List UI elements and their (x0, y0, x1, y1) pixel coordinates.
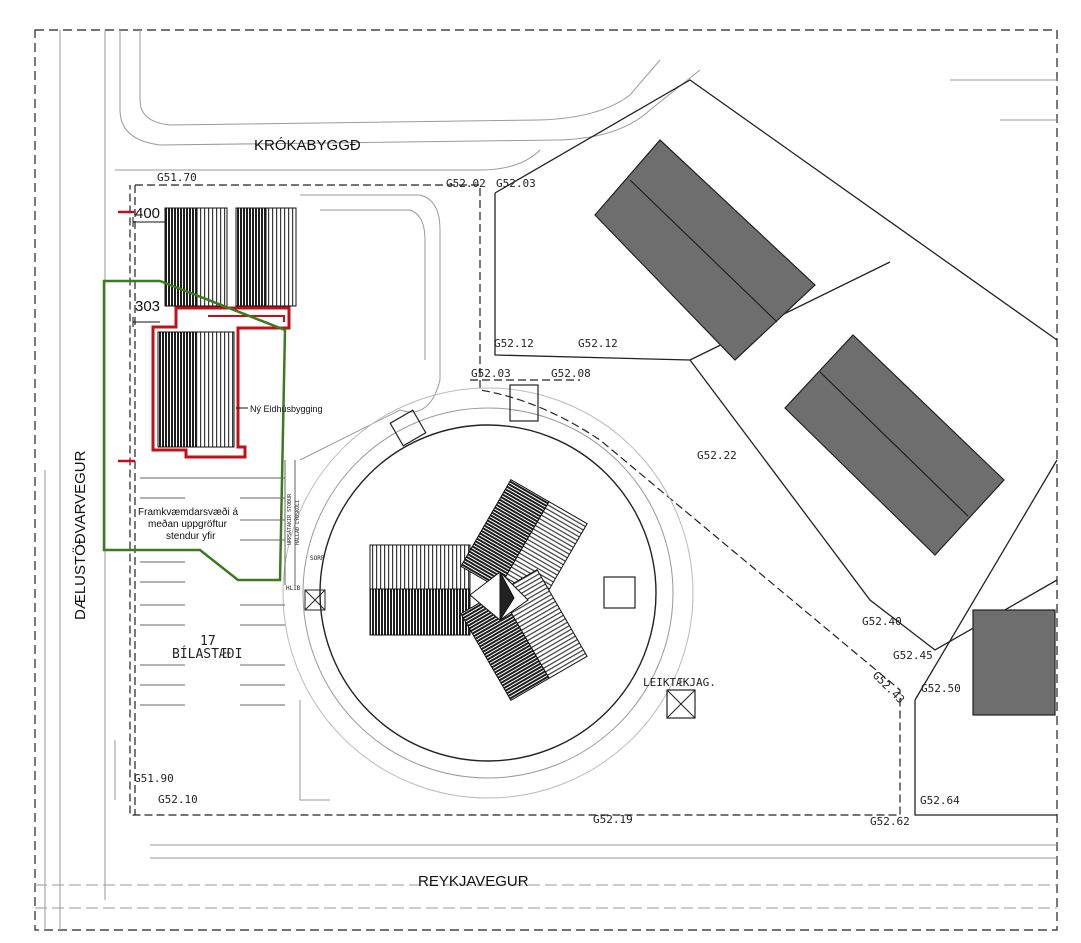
work-area-line-2: meðan uppgröftur (148, 518, 228, 530)
elev-g5264: G52.64 (920, 794, 960, 807)
dimension-303: 303 (135, 298, 160, 315)
street-south: REYKJAVEGUR (418, 873, 529, 890)
street-north: KRÓKABYGGÐ (254, 137, 361, 154)
existing-buildings (164, 207, 297, 307)
elev-g5262: G52.62 (870, 815, 910, 828)
new-kitchen-building (151, 306, 291, 459)
parking-label: BÍLASTÆÐI (172, 646, 242, 662)
work-area-line-3: stendur yfir (166, 531, 216, 542)
parking-stalls (140, 460, 296, 706)
elev-g5210: G52.10 (158, 793, 198, 806)
building-se (972, 609, 1056, 716)
elev-g5245: G52.45 (893, 649, 933, 662)
elev-g5219: G52.19 (593, 813, 633, 826)
street-west: DÆLUSTÖÐVARVEGUR (71, 450, 89, 620)
elev-g5203a: G52.03 (496, 177, 536, 190)
courtyard-square (603, 576, 636, 609)
playground-box (666, 689, 696, 719)
elev-g5212a: G52.12 (494, 337, 534, 350)
elev-g5222: G52.22 (697, 449, 737, 462)
plan-frame (34, 29, 1058, 931)
elevation-labels: G51.70 G52.02 G52.03 G52.12 G52.12 G52.0… (134, 171, 961, 828)
building-ne-1 (594, 139, 816, 361)
new-building-outline (151, 306, 291, 459)
new-building-label: Ný Eldhúsbygging (250, 404, 323, 414)
sorp-label: SORP (310, 555, 325, 562)
elev-g5203b: G52.03 (471, 367, 511, 380)
parking-count: 17 (200, 634, 216, 649)
elev-g5240: G52.40 (862, 615, 902, 628)
stoep-label-2: HALLAÐ LÝÐSKÓLI (294, 500, 301, 545)
playground-label: LEIKTÆKJAG. (643, 676, 716, 689)
elev-g5243: G52.43 (870, 669, 907, 706)
three-wing-building (369, 478, 588, 702)
dimension-400: 400 (135, 205, 160, 222)
neighbour-buildings (594, 139, 1056, 716)
road-lines (35, 30, 1057, 930)
elev-g5208: G52.08 (551, 367, 591, 380)
work-area-line-1: Framkvæmdarsvæði á (138, 506, 238, 518)
dimension-markers (118, 210, 165, 463)
elev-g5250: G52.50 (921, 682, 961, 695)
elev-g5170: G51.70 (157, 171, 197, 184)
hlid-label: HLIÐ (286, 585, 301, 592)
circular-courtyard (282, 384, 696, 799)
elev-g5190: G51.90 (134, 772, 174, 785)
elev-g5202: G52.02 (446, 177, 486, 190)
elev-g5212b: G52.12 (578, 337, 618, 350)
stoep-label-1: UPPSÁTAKIR STOÐUR (286, 493, 293, 545)
lot-boundary (129, 184, 901, 816)
work-area-outline (102, 279, 287, 582)
